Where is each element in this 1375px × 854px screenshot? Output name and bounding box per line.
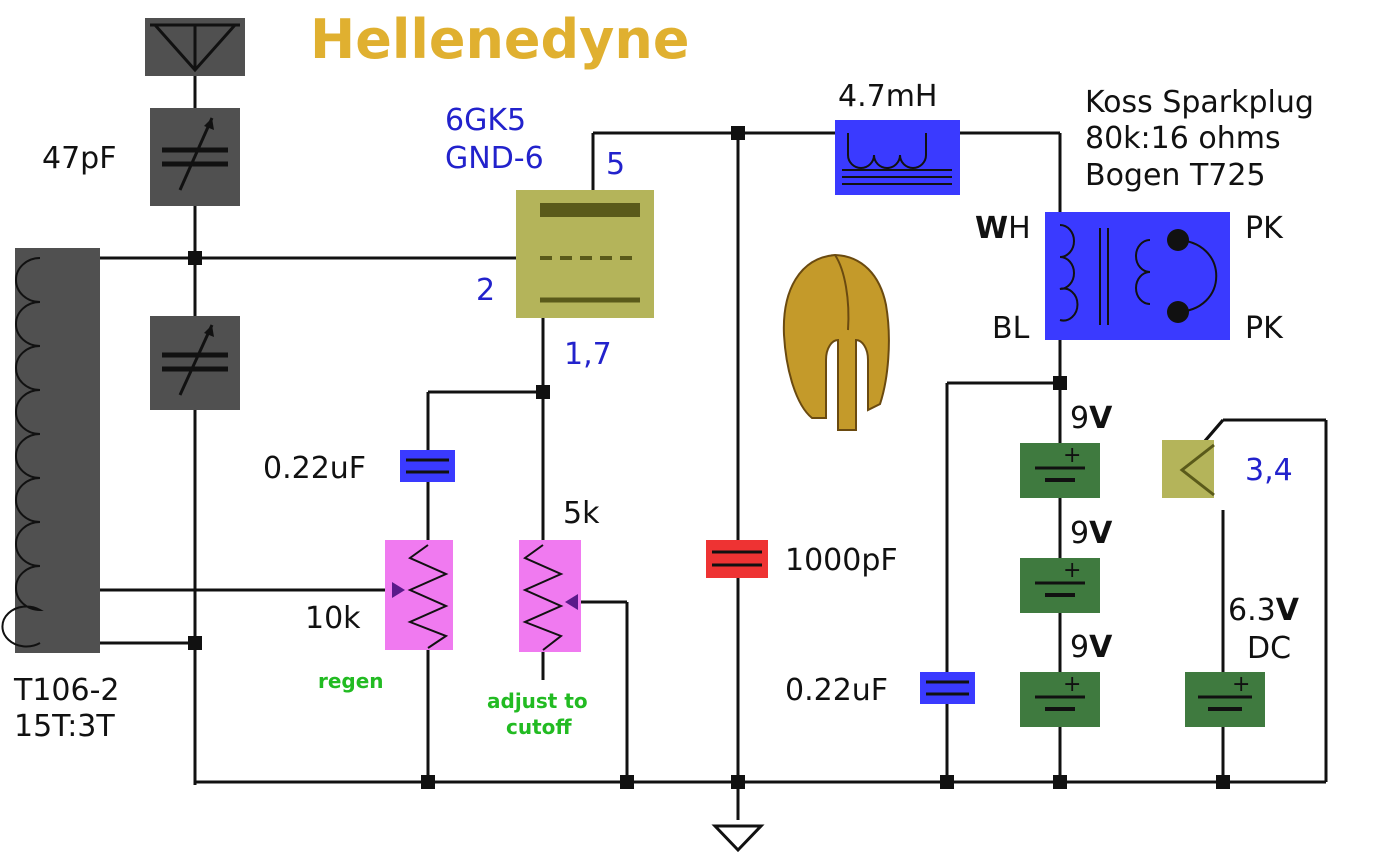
svg-text:+: + [1063,558,1081,583]
wire-color-bl: BL [992,311,1030,346]
battery-icon-3: + [1020,672,1100,727]
pin-heater-label: 3,4 [1245,453,1293,488]
capacitor-supply [920,672,975,704]
pin-grid-label: 2 [476,273,495,308]
heater-icon [1162,440,1215,498]
transformer-label-line3: Bogen T725 [1085,158,1266,193]
svg-text:+: + [1063,443,1081,468]
pin-plate-label: 5 [606,147,625,182]
potentiometer-regen [385,540,453,650]
audio-transformer-icon [1045,212,1230,340]
wire-color-pk-top: PK [1245,211,1284,246]
diagram-title: Hellenedyne [310,8,689,71]
cutoff-caption-line2: cutoff [506,715,572,739]
coil-label-line2: 15T:3T [14,709,115,744]
coupling-cap-label: 0.22uF [263,451,366,486]
pin-cathode-label: 1,7 [564,337,612,372]
battery-icon-1: + [1020,443,1100,498]
inductor-icon [835,120,960,195]
wire-color-pk-bottom: PK [1245,311,1284,346]
transformer-label-line2: 80k:16 ohms [1085,121,1281,156]
svg-text:+: + [1063,672,1081,697]
svg-text:+: + [1232,672,1250,697]
battery3-label: 9V [1070,630,1113,665]
regen-pot-label: 10k [305,601,361,636]
tube-socket-label: GND-6 [445,141,544,176]
toroid-coil-icon [1,248,100,653]
variable-capacitor-47pf [150,108,240,206]
antenna-cap-label: 47pF [42,141,116,176]
cutoff-caption-line1: adjust to [487,689,588,713]
tube-type-label: 6GK5 [445,103,526,138]
ground-icon [711,824,765,853]
potentiometer-cutoff [519,540,581,652]
choke-label: 4.7mH [838,79,938,114]
capacitor-coupling [400,450,455,482]
vacuum-tube-icon [516,190,654,318]
battery2-label: 9V [1070,516,1113,551]
heater-voltage-label: 6.3V [1228,593,1300,628]
variable-capacitor-tuning [150,316,240,410]
cutoff-pot-label: 5k [563,496,600,531]
heater-dc-label: DC [1247,631,1291,666]
spartan-helmet-icon [782,253,890,431]
antenna-icon [145,18,245,76]
supply-cap-label: 0.22uF [785,673,888,708]
battery1-label: 9V [1070,401,1113,436]
capacitor-bypass [706,540,768,578]
bypass-cap-label: 1000pF [785,543,898,578]
coil-label-line1: T106-2 [13,673,120,708]
wire-color-wh: WH [975,211,1031,246]
transformer-label-line1: Koss Sparkplug [1085,85,1314,120]
battery-icon-2: + [1020,558,1100,613]
junction-dots [188,126,1230,789]
battery-icon-heater: + [1185,672,1265,727]
regen-caption: regen [318,669,384,693]
